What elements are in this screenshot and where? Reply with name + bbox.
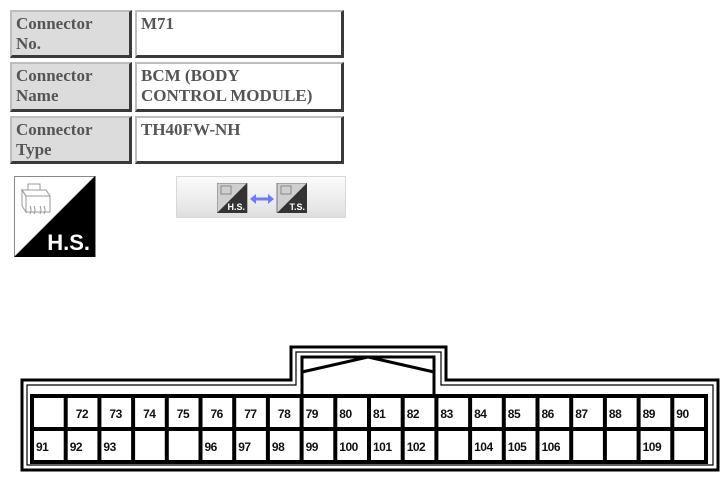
pin-number: 84 [474, 407, 487, 421]
swap-arrow-icon [250, 194, 274, 204]
view-toggle-button[interactable]: H.S. T.S. [176, 176, 346, 218]
pin-cavity: 105 [508, 440, 528, 454]
pin-number: 99 [306, 440, 319, 454]
pin-number: 76 [211, 407, 224, 421]
pin-number: 83 [440, 407, 453, 421]
pin-number: 105 [508, 440, 527, 454]
pin-cavity: 106 [542, 440, 562, 454]
pin-cavity: 89 [643, 407, 657, 421]
value-connector-type: TH40FW-NH [135, 116, 344, 164]
pin-number: 75 [177, 407, 190, 421]
pin-cavity: 109 [643, 440, 663, 454]
label-text: Type [16, 140, 52, 159]
pin-cavity: 102 [407, 440, 427, 454]
pin-cavity: 74 [143, 407, 157, 421]
pin-number: 98 [272, 440, 285, 454]
pin-cavity: 83 [440, 407, 454, 421]
pin-cavity: 86 [542, 407, 556, 421]
pin-number: 80 [339, 407, 352, 421]
pin-number: 78 [278, 407, 291, 421]
pin-cavity: 84 [474, 407, 488, 421]
pin-number: 90 [676, 407, 689, 421]
pin-number: 74 [143, 407, 156, 421]
pin-number: 101 [373, 440, 392, 454]
value-text: M71 [141, 14, 175, 33]
pin-number: 88 [609, 407, 622, 421]
harness-side-mini-icon: H.S. [217, 183, 248, 213]
label-text: Connector [16, 66, 93, 85]
pin-cavity: 73 [109, 407, 123, 421]
pin-number: 109 [643, 440, 662, 454]
pin-number: 79 [306, 407, 319, 421]
label-connector-name: Connector Name [10, 62, 132, 112]
pin-cavity: 91 [36, 440, 50, 454]
label-connector-no: Connector No. [10, 10, 132, 58]
pin-cavity: 92 [70, 440, 84, 454]
pin-cavity: 98 [272, 440, 286, 454]
pin-number: 72 [76, 407, 89, 421]
pin-cavity: 77 [244, 407, 258, 421]
pin-number: 82 [407, 407, 420, 421]
pin-cavity: 82 [407, 407, 421, 421]
value-text: TH40FW-NH [141, 120, 241, 139]
pin-cavity: 100 [339, 440, 359, 454]
pin-cavity: 97 [238, 440, 252, 454]
pin-number: 96 [205, 440, 218, 454]
pin-cavity: 80 [339, 407, 353, 421]
pin-cavity: 78 [278, 407, 292, 421]
label-text: No. [16, 34, 42, 53]
pin-number: 93 [103, 440, 116, 454]
pin-number: 85 [508, 407, 521, 421]
pin-cavity: 93 [103, 440, 117, 454]
pin-cavity: 72 [76, 407, 90, 421]
pin-cavity: 104 [474, 440, 494, 454]
svg-text:H.S.: H.S. [47, 230, 90, 255]
value-text: BCM (BODY [141, 66, 240, 85]
pin-cavity: 79 [306, 407, 320, 421]
label-connector-type: Connector Type [10, 116, 132, 164]
pin-number: 81 [373, 407, 386, 421]
pin-number: 77 [244, 407, 257, 421]
pin-cavity: 96 [205, 440, 219, 454]
value-connector-no: M71 [135, 10, 344, 58]
pin-cavity: 76 [211, 407, 225, 421]
pin-cavity: 87 [575, 407, 589, 421]
pin-number: 91 [36, 440, 49, 454]
pin-cavity: 81 [373, 407, 387, 421]
pin-number: 104 [474, 440, 493, 454]
pin-number: 102 [407, 440, 426, 454]
pin-cavity: 101 [373, 440, 393, 454]
label-text: Connector [16, 14, 93, 33]
pin-cavity: 88 [609, 407, 623, 421]
pin-number: 97 [238, 440, 251, 454]
label-text: Name [16, 86, 59, 105]
pin-number: 106 [542, 440, 561, 454]
pin-number: 89 [643, 407, 656, 421]
pin-number: 87 [575, 407, 588, 421]
pin-cavity: 90 [676, 407, 690, 421]
pin-number: 73 [109, 407, 122, 421]
pin-number: 92 [70, 440, 83, 454]
label-text: Connector [16, 120, 93, 139]
value-connector-name: BCM (BODY CONTROL MODULE) [135, 62, 344, 112]
pin-cavity: 99 [306, 440, 320, 454]
svg-text:T.S.: T.S. [289, 202, 305, 212]
pin-number: 86 [542, 407, 555, 421]
svg-text:H.S.: H.S. [227, 202, 245, 212]
value-text: CONTROL MODULE) [141, 86, 313, 105]
pin-number: 100 [339, 440, 358, 454]
pin-cavity: 85 [508, 407, 522, 421]
pin-cavity: 75 [177, 407, 191, 421]
terminal-side-mini-icon: T.S. [276, 183, 307, 213]
harness-side-view-icon: H.S. [14, 176, 96, 257]
